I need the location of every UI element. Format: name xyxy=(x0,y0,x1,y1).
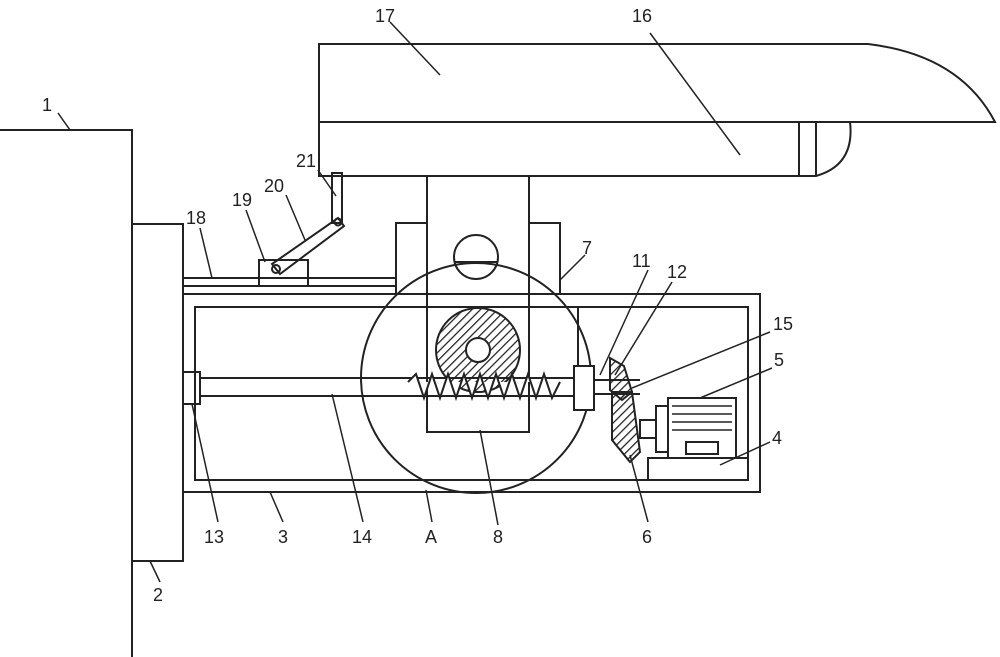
leader-16 xyxy=(649,32,741,156)
column-window xyxy=(453,234,499,280)
label-20: 20 xyxy=(264,176,284,196)
leader-6 xyxy=(629,454,649,523)
label-11: 11 xyxy=(632,251,651,271)
leader-20 xyxy=(285,194,306,241)
coupling-part-11 xyxy=(573,365,595,411)
leader-3 xyxy=(269,491,284,523)
worm-gear-hub xyxy=(465,337,491,363)
motor-terminal-box xyxy=(685,441,719,455)
leader-11 xyxy=(599,269,649,376)
leader-1 xyxy=(57,112,71,131)
label-6: 6 xyxy=(642,527,652,547)
label-16: 16 xyxy=(632,6,652,26)
label-8: 8 xyxy=(493,527,503,547)
column-part-8 xyxy=(426,175,530,433)
hanger-part-21 xyxy=(331,172,343,224)
leader-15 xyxy=(631,331,771,389)
label-3: 3 xyxy=(278,527,288,547)
leader-13 xyxy=(191,403,219,523)
leader-2 xyxy=(149,560,161,583)
label-1: 1 xyxy=(42,95,52,115)
motor-part-5 xyxy=(655,405,669,453)
label-19: 19 xyxy=(232,190,252,210)
leader-17 xyxy=(389,21,441,76)
link-arm-part-20 xyxy=(270,216,346,276)
label-18: 18 xyxy=(186,208,206,228)
leader-19 xyxy=(245,209,266,263)
housing-part-17 xyxy=(318,43,997,123)
label-4: 4 xyxy=(772,428,782,448)
leader-5 xyxy=(699,367,773,399)
leader-18 xyxy=(199,227,213,279)
leader-14 xyxy=(331,393,364,523)
label-21: 21 xyxy=(296,151,316,171)
bevel-gear-part-6 xyxy=(611,391,642,464)
motor-shaft-stub xyxy=(639,419,657,439)
leader-7 xyxy=(559,254,586,281)
worm-thread xyxy=(407,370,561,402)
label-17: 17 xyxy=(375,6,395,26)
label-7: 7 xyxy=(582,238,592,258)
slider-pivot xyxy=(271,264,281,274)
mounting-plate-part-2 xyxy=(131,223,184,562)
wall-part-1 xyxy=(0,129,133,657)
housing-end-cap xyxy=(798,121,852,177)
leader-4 xyxy=(719,441,771,466)
label-14: 14 xyxy=(352,527,372,547)
label-2: 2 xyxy=(153,585,163,605)
leader-A xyxy=(425,489,433,523)
label-13: 13 xyxy=(204,527,224,547)
frame-inner xyxy=(194,306,749,481)
housing-part-16 xyxy=(318,121,800,177)
bearing-part-13 xyxy=(182,371,201,405)
label-A: A xyxy=(425,527,437,547)
leader-12 xyxy=(614,281,673,376)
motor-base-part-4 xyxy=(647,457,749,481)
motor-body xyxy=(667,397,737,459)
label-15: 15 xyxy=(773,314,793,334)
leader-8 xyxy=(479,429,499,526)
hanger-pivot xyxy=(333,217,343,227)
support-right xyxy=(528,222,561,295)
label-5: 5 xyxy=(774,350,784,370)
label-12: 12 xyxy=(667,262,687,282)
slider-block-part-19 xyxy=(258,259,309,287)
leader-21 xyxy=(317,169,337,197)
